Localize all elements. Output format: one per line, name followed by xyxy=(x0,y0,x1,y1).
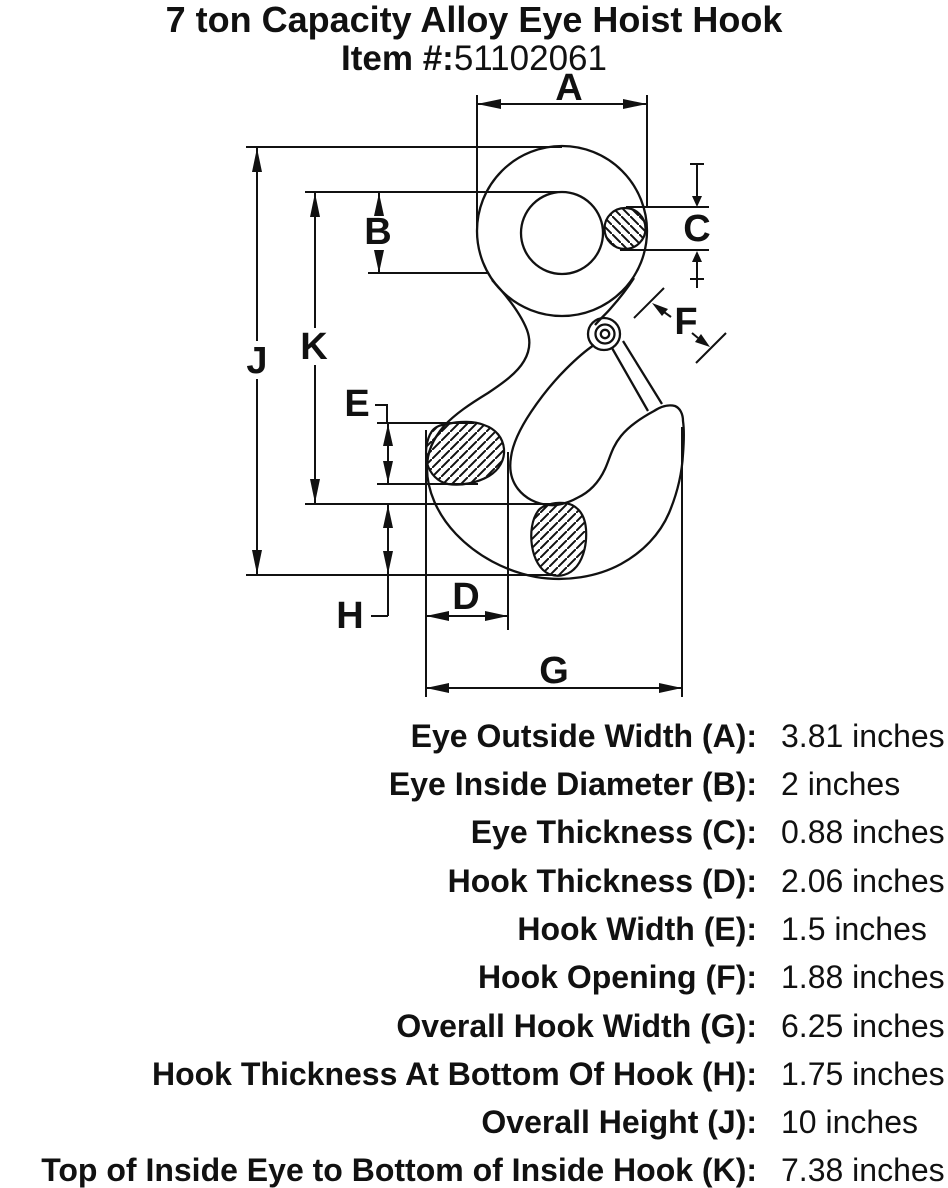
spec-value: 2.06 inches xyxy=(781,863,945,899)
spec-row-eye-inside-diameter: Eye Inside Diameter (B): 2 inches xyxy=(0,760,948,808)
dim-label-b: B xyxy=(364,211,392,253)
spec-label: Hook Opening (F): xyxy=(477,959,757,995)
spec-row-eye-thickness: Eye Thickness (C): 0.88 inches xyxy=(0,808,948,856)
spec-value: 3.81 inches xyxy=(781,718,945,754)
eye-inner-circle xyxy=(519,190,605,276)
dimension-e xyxy=(375,404,478,485)
latch-pivot-pin xyxy=(599,328,611,340)
shank-right-edge xyxy=(594,277,635,326)
spec-label: Top of Inside Eye to Bottom of Inside Ho… xyxy=(41,1152,757,1188)
dim-label-d: D xyxy=(452,576,480,618)
spec-row-hook-thickness-bottom: Hook Thickness At Bottom Of Hook (H): 1.… xyxy=(0,1050,948,1098)
dim-label-k: K xyxy=(300,326,328,368)
spec-value: 10 inches xyxy=(781,1104,918,1140)
hook-bottom-section xyxy=(530,501,588,577)
dim-label-e: E xyxy=(344,383,370,425)
dimension-lines xyxy=(246,95,727,697)
spec-label: Eye Inside Diameter (B): xyxy=(388,766,757,802)
latch-arm xyxy=(611,340,663,412)
spec-row-overall-hook-width: Overall Hook Width (G): 6.25 inches xyxy=(0,1002,948,1050)
spec-row-hook-thickness: Hook Thickness (D): 2.06 inches xyxy=(0,857,948,905)
dimension-f xyxy=(633,287,727,364)
dimension-g xyxy=(426,427,683,697)
item-number-label: Item #: xyxy=(341,39,454,78)
dim-label-j: J xyxy=(246,340,268,382)
dim-label-g: G xyxy=(539,650,569,692)
spec-value: 1.75 inches xyxy=(781,1056,945,1092)
spec-row-eye-to-hook: Top of Inside Eye to Bottom of Inside Ho… xyxy=(0,1146,948,1188)
dimension-c xyxy=(620,163,709,288)
spec-label: Hook Thickness At Bottom Of Hook (H): xyxy=(151,1056,757,1092)
spec-value: 6.25 inches xyxy=(781,1008,945,1044)
cross-sections xyxy=(424,206,647,577)
spec-value: 0.88 inches xyxy=(781,814,945,850)
spec-row-hook-opening: Hook Opening (F): 1.88 inches xyxy=(0,953,948,1001)
spec-label: Overall Height (J): xyxy=(481,1104,757,1140)
item-number-value: 51102061 xyxy=(453,39,607,78)
spec-row-eye-outside-width: Eye Outside Width (A): 3.81 inches xyxy=(0,712,948,760)
dimension-h xyxy=(371,505,393,617)
page-title: 7 ton Capacity Alloy Eye Hoist Hook xyxy=(165,0,783,40)
spec-label: Overall Hook Width (G): xyxy=(396,1008,757,1044)
item-number-line: Item #:51102061 xyxy=(0,40,948,78)
spec-label: Hook Thickness (D): xyxy=(447,863,757,899)
spec-label: Eye Outside Width (A): xyxy=(410,718,757,754)
dim-label-f: F xyxy=(674,301,698,343)
spec-value: 1.5 inches xyxy=(781,911,927,947)
hook-body-outline xyxy=(425,279,685,581)
spec-row-overall-height: Overall Height (J): 10 inches xyxy=(0,1098,948,1146)
spec-label: Eye Thickness (C): xyxy=(470,814,757,850)
dim-label-a: A xyxy=(555,67,583,109)
dimension-k xyxy=(305,191,564,505)
spec-value: 7.38 inches xyxy=(781,1152,945,1188)
spec-value: 2 inches xyxy=(781,766,901,802)
eye-thickness-section xyxy=(603,206,647,251)
latch-pivot-outer xyxy=(594,323,616,345)
dimension-a xyxy=(476,95,648,230)
hook-thickness-section xyxy=(424,420,506,486)
dimension-b xyxy=(368,193,489,274)
spec-row-hook-width: Hook Width (E): 1.5 inches xyxy=(0,905,948,953)
dimension-j xyxy=(246,146,562,576)
dimension-d xyxy=(425,430,509,697)
dim-label-c: C xyxy=(683,208,711,250)
latch-boss xyxy=(586,316,622,352)
spec-value: 1.88 inches xyxy=(781,959,945,995)
dim-label-h: H xyxy=(336,595,364,637)
spec-label: Hook Width (E): xyxy=(517,911,757,947)
